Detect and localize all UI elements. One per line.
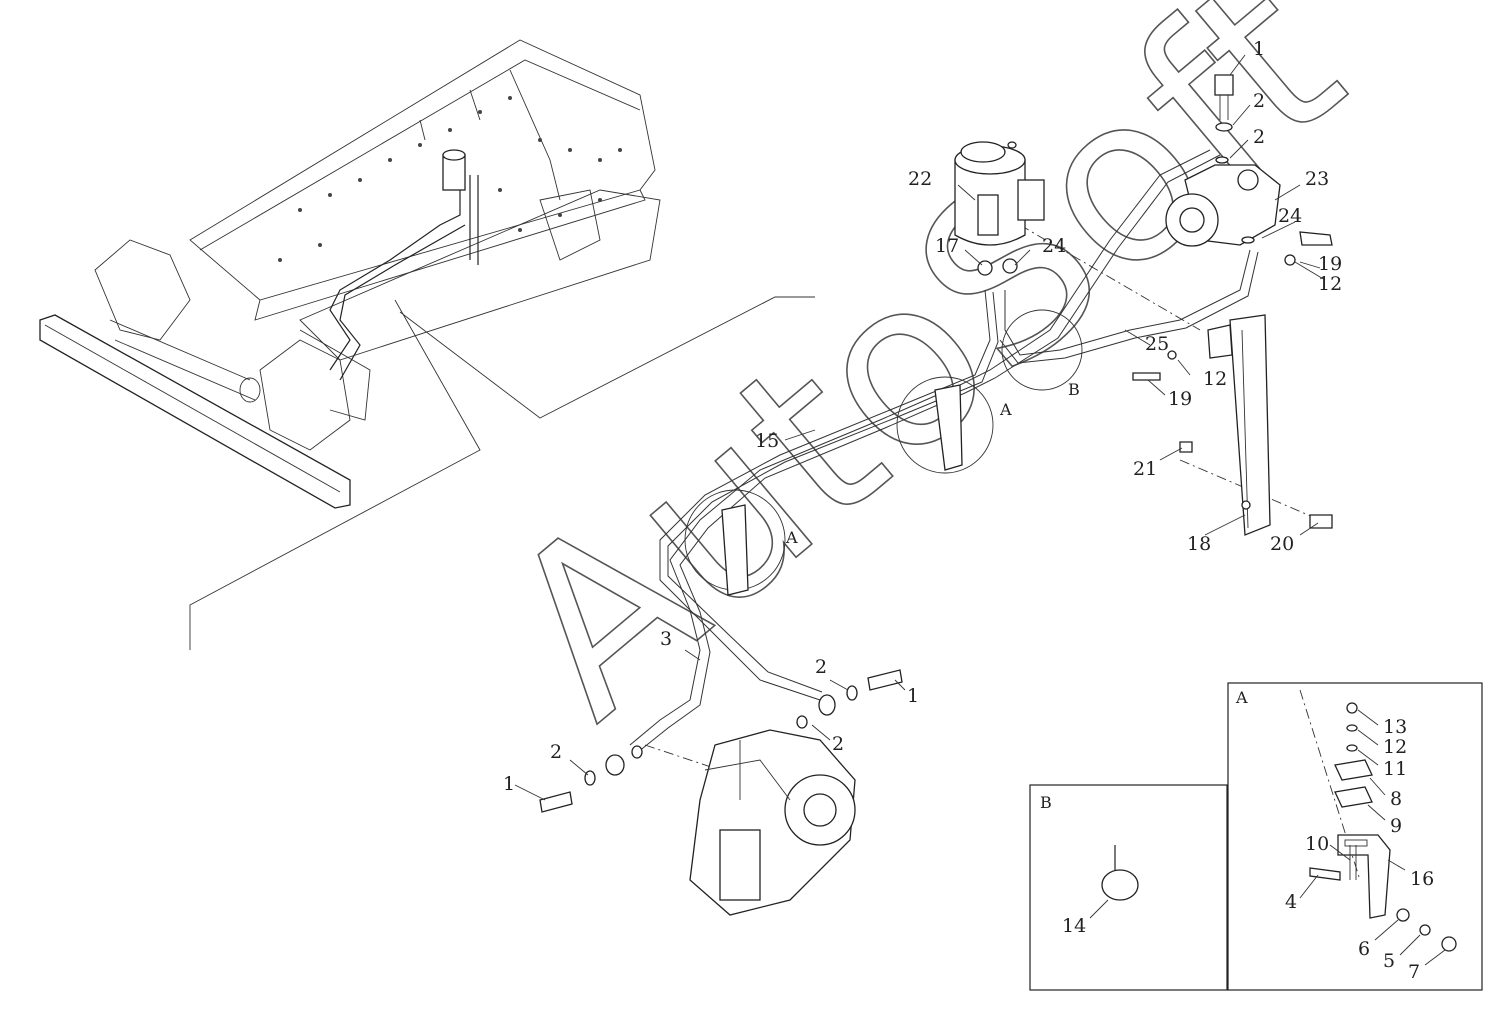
- callout-1-gear-right: 1: [907, 685, 919, 707]
- callouts: 1 2 2 23 24 19 12 22 17 24 25 12 19 15 2…: [503, 38, 1434, 983]
- detail-b-box: [1029, 784, 1228, 991]
- callout-8: 8: [1390, 788, 1402, 810]
- view-label-a1: A: [999, 400, 1012, 419]
- callout-17: 17: [935, 235, 959, 257]
- callout-1-gear-left: 1: [503, 773, 515, 795]
- view-label-b: B: [1068, 380, 1080, 399]
- callout-12-detail: 12: [1383, 736, 1407, 758]
- callout-6: 6: [1358, 938, 1370, 960]
- callout-13: 13: [1383, 716, 1407, 738]
- callout-7: 7: [1408, 961, 1420, 983]
- detail-b-title: B: [1040, 793, 1052, 812]
- callout-14: 14: [1062, 915, 1086, 937]
- callout-21: 21: [1133, 458, 1157, 480]
- callout-4: 4: [1285, 891, 1297, 913]
- view-markers: [684, 309, 1083, 596]
- detail-a-title: A: [1235, 688, 1248, 707]
- callout-25: 25: [1145, 333, 1169, 355]
- callout-24-pump: 24: [1278, 205, 1302, 227]
- callout-12-pump: 12: [1318, 273, 1342, 295]
- callout-19-mid: 19: [1168, 388, 1192, 410]
- callout-23: 23: [1305, 168, 1329, 190]
- callout-12-mid: 12: [1203, 368, 1227, 390]
- callout-3: 3: [660, 628, 672, 650]
- callout-24-reservoir: 24: [1042, 235, 1066, 257]
- callout-1-top: 1: [1253, 38, 1265, 60]
- callout-22: 22: [908, 168, 932, 190]
- callout-20: 20: [1270, 533, 1294, 555]
- callout-16: 16: [1410, 868, 1434, 890]
- callout-5: 5: [1383, 950, 1395, 972]
- callout-2-top-a: 2: [1253, 90, 1265, 112]
- hose-lines: [629, 149, 1361, 881]
- callout-9: 9: [1390, 815, 1402, 837]
- callout-10: 10: [1305, 833, 1329, 855]
- detail-a-box: [1227, 682, 1483, 991]
- callout-2-gear-c: 2: [550, 741, 562, 763]
- callout-15: 15: [755, 430, 779, 452]
- callout-19-pump: 19: [1318, 253, 1342, 275]
- callout-18: 18: [1187, 533, 1211, 555]
- callout-2-gear-b: 2: [832, 733, 844, 755]
- reservoir: [954, 141, 1045, 276]
- steering-gear: [539, 669, 903, 916]
- view-label-a2: A: [785, 528, 798, 547]
- leader-lines: [514, 54, 1446, 966]
- callout-2-top-b: 2: [1253, 126, 1265, 148]
- pump: [1165, 74, 1333, 266]
- callout-2-gear-a: 2: [815, 656, 827, 678]
- callout-11: 11: [1383, 758, 1407, 780]
- chassis-frame-overview: [39, 39, 815, 650]
